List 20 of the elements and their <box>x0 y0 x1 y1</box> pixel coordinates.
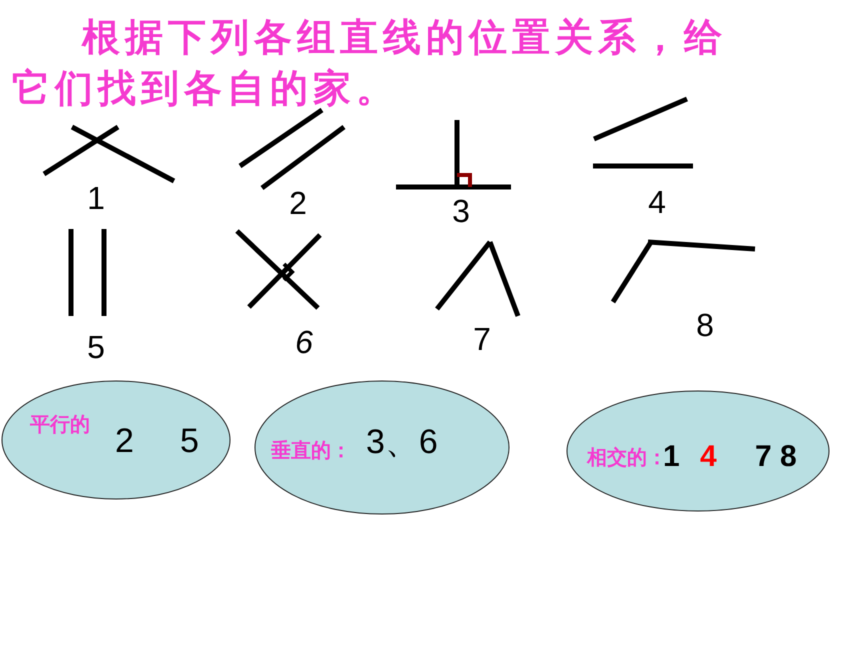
figure-number: 8 <box>696 309 714 341</box>
figure-number: 1 <box>87 182 105 214</box>
title: 根据下列各组直线的位置关系，给它们找到各自的家。 <box>12 14 728 112</box>
answer-number: 2 <box>115 424 134 458</box>
figure-number: 7 <box>473 323 491 355</box>
category-ellipse <box>254 380 510 515</box>
figure-number: 6 <box>295 326 313 358</box>
answer-number: 4 <box>700 442 717 472</box>
category-label: 平行的 <box>30 414 90 434</box>
figure-number: 4 <box>648 186 666 218</box>
figure-number: 3 <box>452 195 470 227</box>
category-label: 垂直的： <box>271 440 351 460</box>
figure-number: 5 <box>87 331 105 363</box>
figure-number: 2 <box>289 187 307 219</box>
answer-number: 5 <box>180 424 199 458</box>
category-ellipse <box>566 390 830 512</box>
answer-numbers: 3、6 <box>366 425 438 459</box>
answer-numbers: 7 8 <box>755 442 797 472</box>
category-ellipse <box>1 380 231 500</box>
answer-number: 1 <box>663 442 680 472</box>
